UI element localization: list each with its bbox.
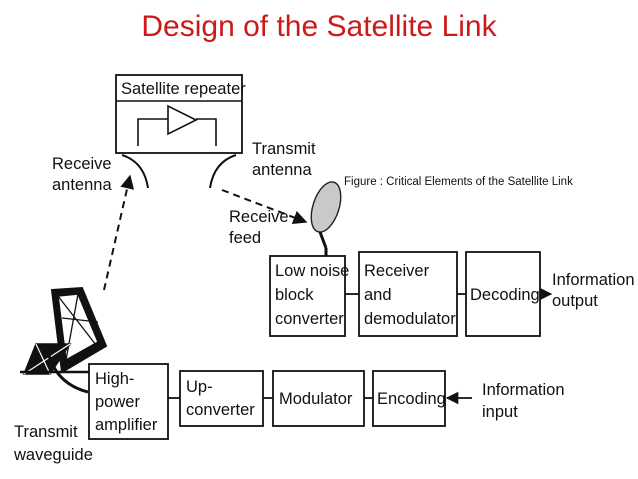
receive-antenna-label-2: antenna <box>52 176 112 194</box>
receive-feed-label-1: Receive <box>229 208 289 226</box>
receive-feed-label-2: feed <box>229 229 261 247</box>
decoding-label: Decoding <box>470 286 540 304</box>
modulator-block: Modulator <box>272 370 365 427</box>
repeater-amplifier-icon <box>167 104 198 136</box>
figure-caption: Figure : Critical Elements of the Satell… <box>344 176 573 188</box>
uplink-arrow <box>103 174 135 291</box>
receive-dish-icon <box>310 181 342 256</box>
hpa-label-2: power <box>95 393 140 411</box>
satellite-repeater: Satellite repeater <box>115 74 246 154</box>
receiver-label-1: Receiver <box>364 262 430 280</box>
information-output-label-2: output <box>552 292 598 310</box>
satellite-repeater-label: Satellite repeater <box>121 80 246 98</box>
hpa-label-3: amplifier <box>95 416 158 434</box>
downlink-arrow <box>221 189 308 225</box>
transmit-antenna-label-1: Transmit <box>252 140 316 158</box>
receiver-label-2: and <box>364 286 392 304</box>
satellite-transmit-antenna-icon <box>209 154 237 189</box>
modulator-label: Modulator <box>279 390 353 408</box>
transmit-waveguide-label-1: Transmit <box>14 423 78 441</box>
receiver-label-3: demodulator <box>364 310 456 328</box>
receive-antenna-label-1: Receive <box>52 155 112 173</box>
decoding-block: Decoding <box>465 251 541 337</box>
low-noise-block-converter: Low noise block converter <box>269 255 349 337</box>
transmit-waveguide-label-2: waveguide <box>13 446 93 464</box>
transmit-antenna-label-2: antenna <box>252 161 312 179</box>
encoding-block: Encoding <box>372 370 446 427</box>
lnb-label-3: converter <box>275 310 344 328</box>
lnb-label-2: block <box>275 286 314 304</box>
transmit-dish-icon <box>20 286 108 394</box>
upconverter-label-1: Up- <box>186 378 213 396</box>
lnb-label-1: Low noise <box>275 262 349 280</box>
information-output-label-1: Information <box>552 271 635 289</box>
information-input-label-2: input <box>482 403 518 421</box>
receiver-demodulator: Receiver and demodulator <box>358 251 458 337</box>
encoding-label: Encoding <box>377 390 446 408</box>
information-input-label-1: Information <box>482 381 565 399</box>
hpa-label-1: High- <box>95 370 134 388</box>
satellite-receive-antenna-icon <box>121 154 149 189</box>
up-converter-block: Up- converter <box>179 370 264 427</box>
upconverter-label-2: converter <box>186 401 255 419</box>
repeater-signal-path <box>137 118 217 146</box>
high-power-amplifier: High- power amplifier <box>88 363 169 440</box>
page-title: Design of the Satellite Link <box>141 10 497 43</box>
